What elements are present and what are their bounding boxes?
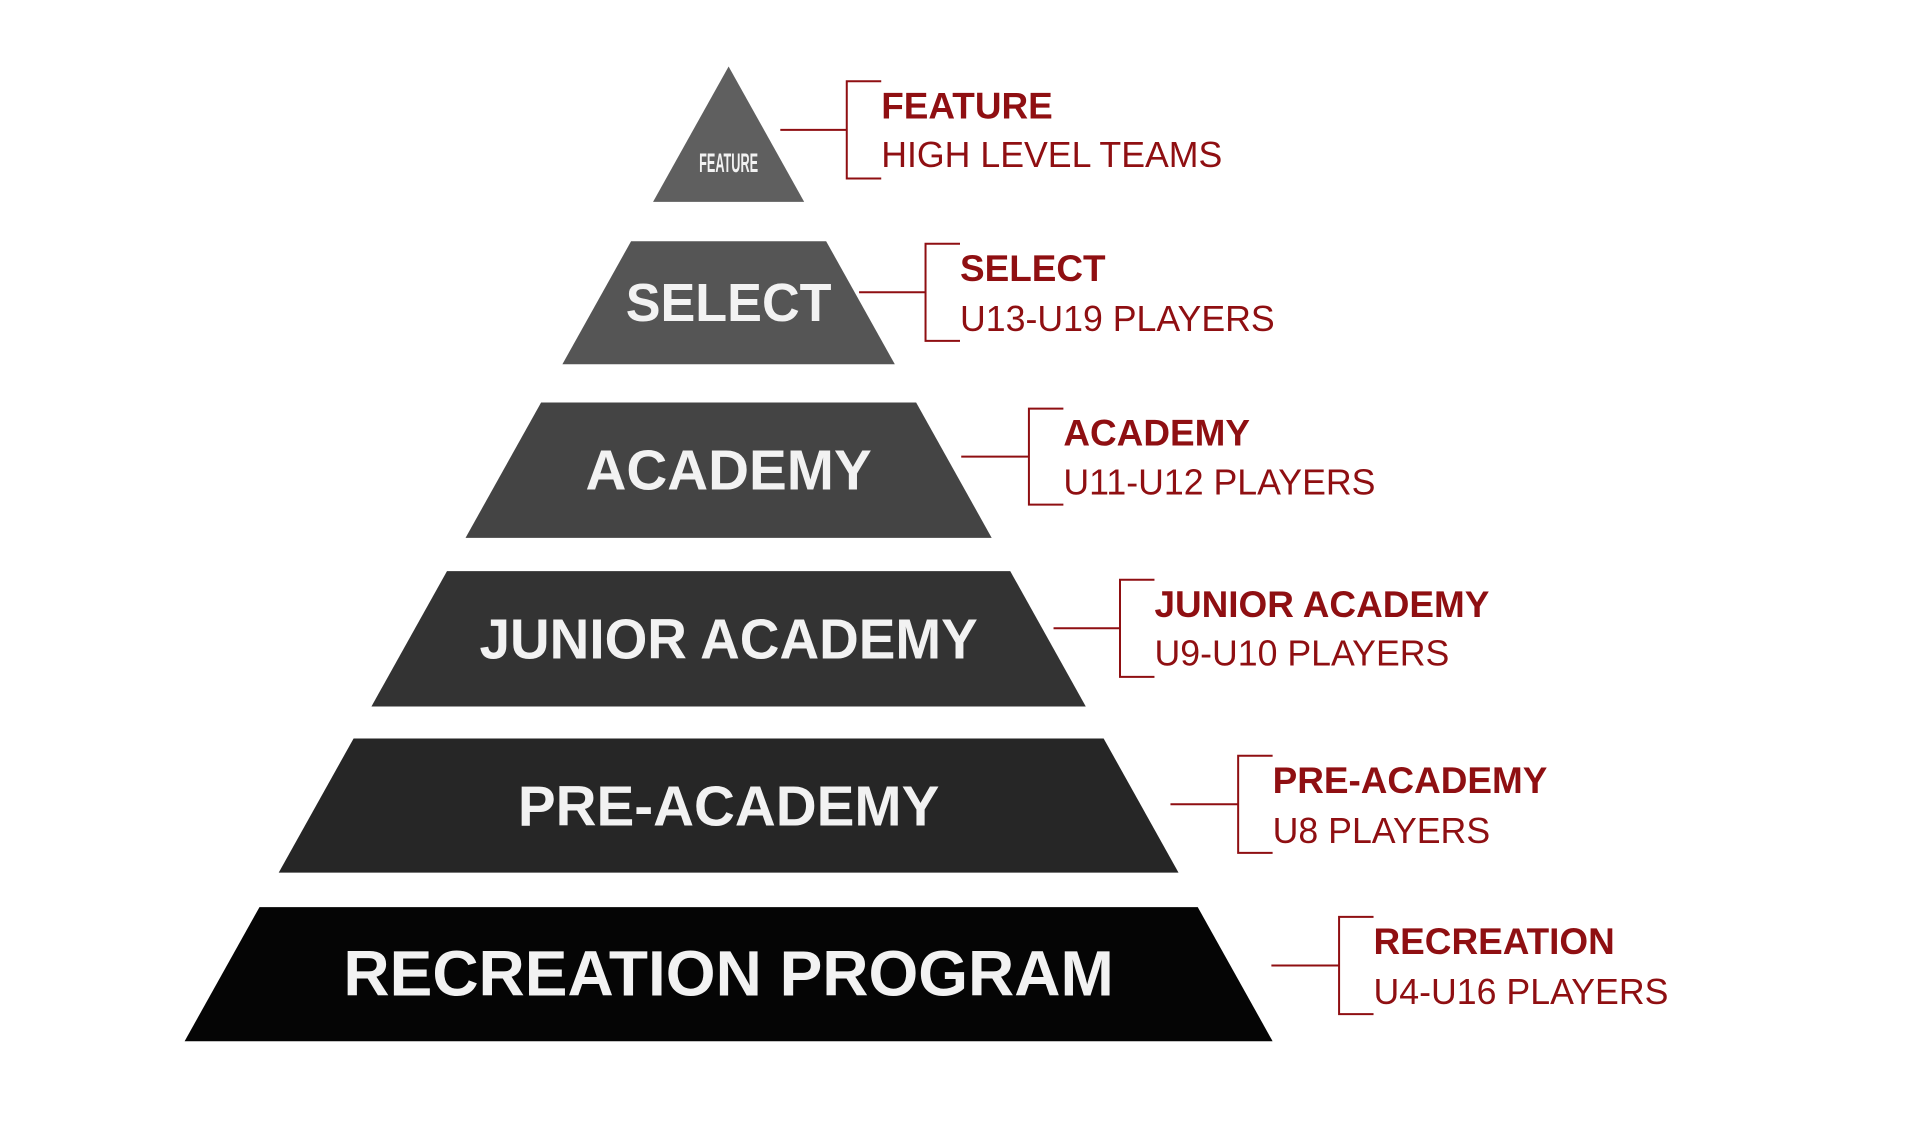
- tier-label-academy: ACADEMY: [586, 439, 872, 502]
- tier-shape-academy: [465, 402, 992, 538]
- callout-recreation: RECREATION U4-U16 PLAYERS: [1271, 915, 1669, 1016]
- callout-bracket: [780, 80, 882, 180]
- tier-recreation-program: RECREATION PROGRAM: [184, 907, 1273, 1042]
- callout-title: ACADEMY: [1063, 413, 1250, 454]
- tier-shape-junior-academy: [371, 571, 1086, 707]
- callouts: FEATURE HIGH LEVEL TEAMS SELECT U13-U19 PLA…: [780, 80, 1669, 1016]
- tier-label-junior-academy: JUNIOR ACADEMY: [479, 607, 977, 670]
- callout-subtitle: HIGH LEVEL TEAMS: [881, 135, 1222, 175]
- callout-bracket: [961, 407, 1064, 506]
- callout-subtitle: U13-U19 PLAYERS: [960, 299, 1275, 339]
- callout-select: SELECT U13-U19 PLAYERS: [859, 242, 1275, 342]
- pyramid-tiers: FEATURE SELECT ACADEMY JUNIOR ACADEMY PRE-AC…: [184, 66, 1273, 1042]
- callout-subtitle: U4-U16 PLAYERS: [1374, 972, 1669, 1012]
- tier-feature: FEATURE: [653, 66, 805, 202]
- tier-shape-pre-academy: [278, 738, 1179, 873]
- tier-shape-select: [562, 241, 895, 365]
- tier-label-recreation-program: RECREATION PROGRAM: [343, 938, 1113, 1010]
- callout-subtitle: U11-U12 PLAYERS: [1063, 462, 1375, 502]
- callout-pre-academy: PRE-ACADEMY U8 PLAYERS: [1170, 754, 1548, 854]
- callout-feature: FEATURE HIGH LEVEL TEAMS: [780, 80, 1222, 180]
- callout-bracket: [1271, 915, 1374, 1016]
- callout-bracket: [1170, 754, 1273, 854]
- tier-pre-academy: PRE-ACADEMY: [278, 738, 1179, 873]
- callout-title: FEATURE: [881, 85, 1053, 126]
- tier-shape-recreation-program: [184, 907, 1273, 1042]
- callout-title: PRE-ACADEMY: [1273, 760, 1548, 801]
- callout-subtitle: U9-U10 PLAYERS: [1154, 634, 1449, 674]
- callout-bracket: [859, 242, 960, 342]
- callout-junior-academy: JUNIOR ACADEMY U9-U10 PLAYERS: [1053, 578, 1490, 678]
- tier-shape-feature: [653, 66, 805, 202]
- callout-title: JUNIOR ACADEMY: [1154, 584, 1489, 625]
- tier-junior-academy: JUNIOR ACADEMY: [371, 571, 1086, 707]
- tier-label-pre-academy: PRE-ACADEMY: [518, 775, 939, 838]
- tier-label-select: SELECT: [626, 273, 832, 333]
- callout-academy: ACADEMY U11-U12 PLAYERS: [961, 407, 1375, 506]
- tier-academy: ACADEMY: [465, 402, 992, 538]
- callout-subtitle: U8 PLAYERS: [1273, 811, 1491, 851]
- callout-title: SELECT: [960, 248, 1106, 289]
- tier-select: SELECT: [562, 241, 895, 365]
- tier-label-feature: FEATURE: [699, 147, 758, 178]
- callout-bracket: [1053, 578, 1155, 678]
- callout-title: RECREATION: [1374, 921, 1615, 962]
